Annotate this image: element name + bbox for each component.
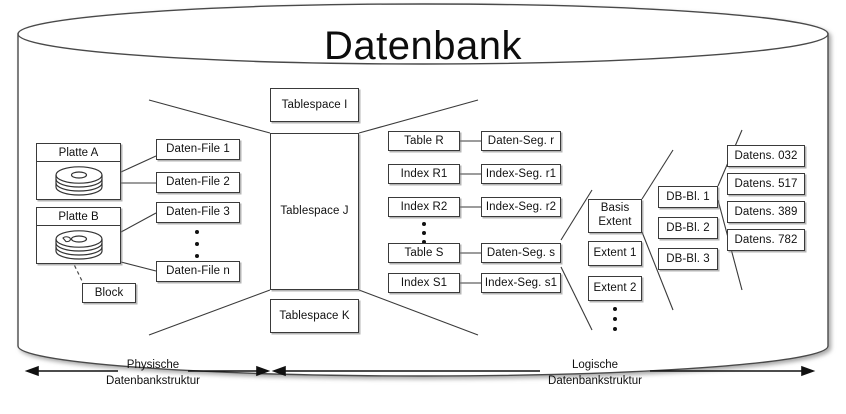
caption-logical-line1: Logische [571,359,619,371]
segment-daten-seg-r[interactable]: Daten-Seg. r [481,131,561,151]
physical-structure-arrow [24,365,271,377]
segment-index-seg-s1[interactable]: Index-Seg. s1 [481,273,561,293]
disk-platte-a[interactable]: Platte A [36,143,121,200]
caption-physical-line1: Physische [126,359,180,371]
connector-segment-to-extent [560,189,593,331]
segment-index-seg-r1[interactable]: Index-Seg. r1 [481,164,561,184]
connector-tablespace-to-objects [358,99,479,336]
datafile-2[interactable]: Daten-File 2 [156,172,240,193]
segment-daten-seg-s[interactable]: Daten-Seg. s [481,243,561,263]
dbblock-1[interactable]: DB-Bl. 1 [658,186,718,208]
connector-disk-to-datafile [120,155,157,272]
object-index-r1[interactable]: Index R1 [388,164,460,184]
dataset-782[interactable]: Datens. 782 [727,229,805,251]
disk-platte-b-label: Platte B [37,208,120,226]
disk-platter-icon [37,161,120,199]
object-ellipsis [421,222,427,244]
disk-platter-icon [37,225,120,263]
block-box[interactable]: Block [82,283,136,303]
extent-basis[interactable]: Basis Extent [588,199,642,233]
disk-platte-a-label: Platte A [37,144,120,162]
segment-index-seg-r2[interactable]: Index-Seg. r2 [481,197,561,217]
caption-logical-line2: Datenbankstruktur [548,374,642,387]
logical-structure-arrow [271,365,816,377]
caption-logical: Logische Datenbankstruktur [530,358,660,389]
tablespace-i[interactable]: Tablespace I [270,88,359,122]
datafile-1[interactable]: Daten-File 1 [156,139,240,160]
connector-datafile-to-tablespace [148,99,271,336]
tablespace-j[interactable]: Tablespace J [270,133,359,290]
caption-physical-line2: Datenbankstruktur [106,374,200,387]
connector-extent-to-dbblock [641,149,674,311]
caption-physical: Physische Datenbankstruktur [88,358,218,389]
dbblock-3[interactable]: DB-Bl. 3 [658,248,718,270]
connector-object-to-segment [460,140,481,284]
extent-basis-line1: Basis [600,202,630,215]
object-table-s[interactable]: Table S [388,243,460,263]
object-index-r2[interactable]: Index R2 [388,197,460,217]
dataset-389[interactable]: Datens. 389 [727,201,805,223]
datafile-3[interactable]: Daten-File 3 [156,202,240,223]
extent-ellipsis [612,307,618,331]
datafile-ellipsis [194,230,200,258]
extent-1[interactable]: Extent 1 [588,241,642,266]
object-index-s1[interactable]: Index S1 [388,273,460,293]
datafile-n[interactable]: Daten-File n [156,261,240,282]
extent-basis-line2: Extent [598,216,632,228]
object-table-r[interactable]: Table R [388,131,460,151]
dataset-032[interactable]: Datens. 032 [727,145,805,167]
tablespace-k[interactable]: Tablespace K [270,299,359,333]
extent-2[interactable]: Extent 2 [588,276,642,301]
dbblock-2[interactable]: DB-Bl. 2 [658,217,718,239]
disk-platte-b[interactable]: Platte B [36,207,121,264]
dataset-517[interactable]: Datens. 517 [727,173,805,195]
page-title: Datenbank [324,24,522,68]
